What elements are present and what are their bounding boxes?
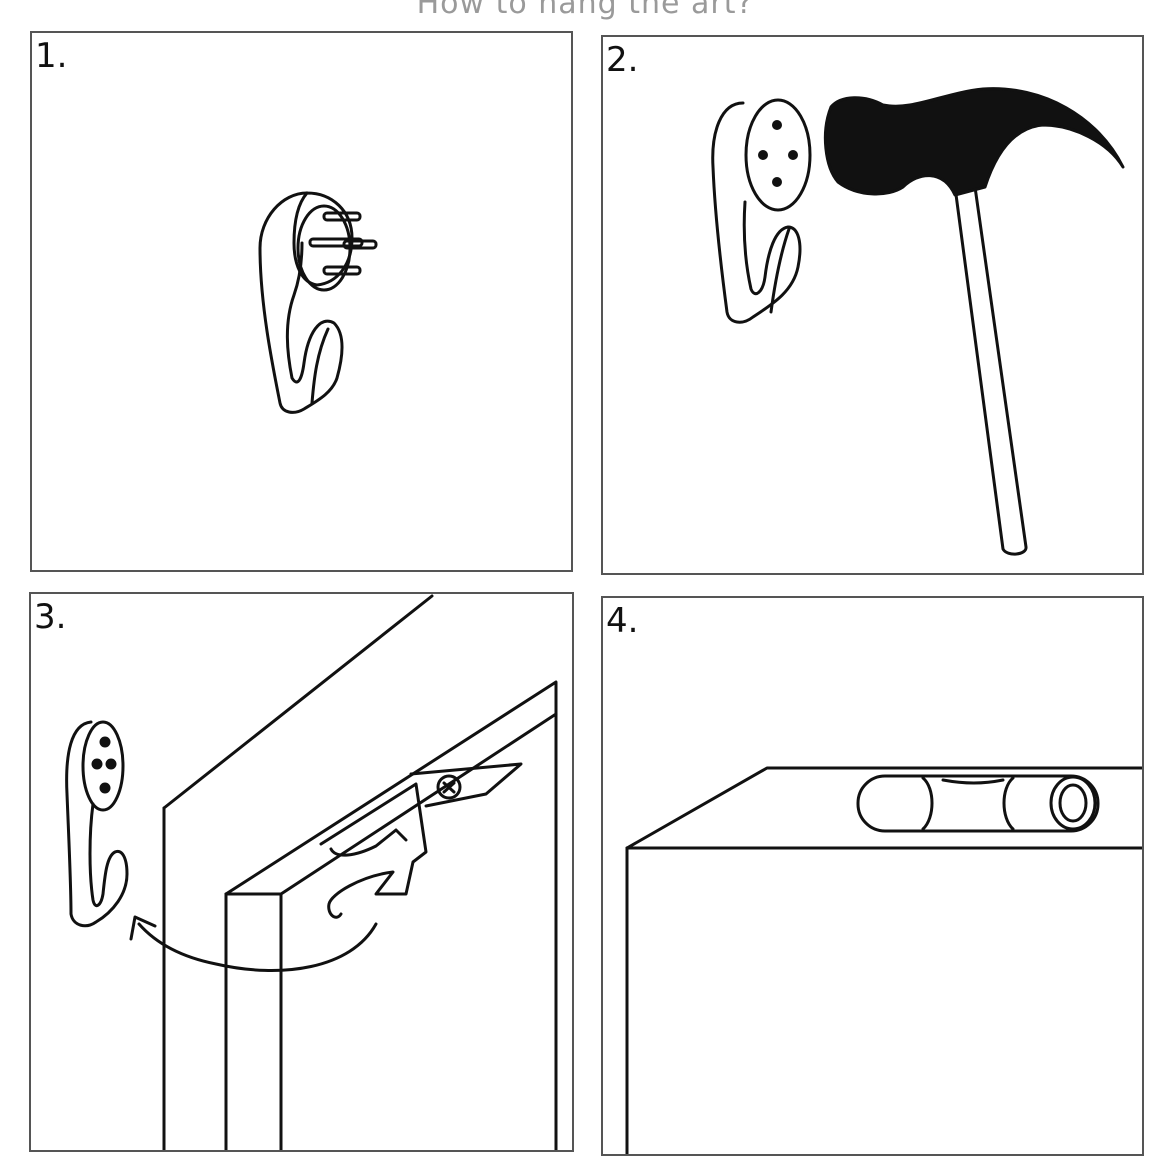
step-number: 2. — [606, 40, 639, 80]
hang-frame-illustration — [65, 594, 558, 1150]
step-panel-3: 3. — [29, 592, 574, 1152]
step-number: 4. — [606, 601, 639, 641]
step-number: 1. — [35, 36, 68, 76]
step-number: 3. — [34, 597, 67, 637]
step-panel-4: 4. — [601, 596, 1144, 1156]
step-panel-1: 1. — [30, 31, 573, 572]
page-title: How to hang the art? — [416, 0, 754, 21]
hook-with-pins-illustration — [258, 191, 378, 414]
hook-and-hammer-illustration — [711, 87, 1125, 556]
level-on-frame-illustration — [625, 766, 1142, 1154]
step-panel-2: 2. — [601, 35, 1144, 575]
